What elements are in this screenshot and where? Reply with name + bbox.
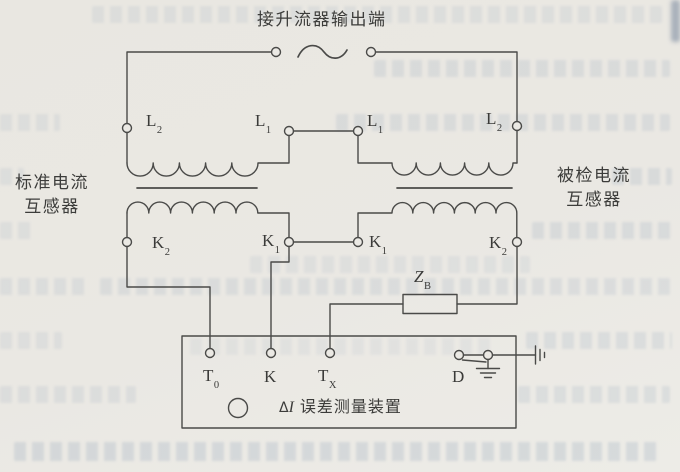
device-caption: ΔI 误差测量装置 [279,400,402,416]
k2-to-burden-wire [456,245,518,305]
k1-to-k-wire [270,245,290,350]
label-L2-left: L2 [146,111,163,137]
label-L1-right: L1 [367,111,384,137]
terminal-TX [324,347,336,359]
supply-bus [126,44,518,125]
tested-ct-label-line1: 被检电流 [557,166,631,185]
terminal-K1-left [283,236,295,248]
delta-symbol: Δ [279,400,289,416]
label-burden-ZB: ZB [414,267,431,293]
terminal-K2-right [511,236,523,248]
secondary-winding-right [357,201,518,239]
supply-terminal-right [365,46,377,58]
label-K2-right: K2 [489,233,508,259]
galvanometer-icon [227,397,249,419]
standard-ct-label-line2: 互感器 [24,197,80,216]
primary-winding-right [357,134,518,176]
ac-source-icon [297,44,348,59]
label-K1-left: K1 [262,231,281,257]
terminal-K1-right [352,236,364,248]
standard-ct [121,122,295,248]
terminal-K2-left [121,236,133,248]
ct-under-test [352,120,523,248]
secondary-winding-left [126,201,290,239]
device-enclosure [181,335,517,429]
figure-top-label: 接升流器输出端 [257,10,387,29]
tested-ct-label: 被检电流 互感器 [549,164,639,212]
terminal-L1-left [283,125,295,137]
label-terminal-D: D [452,367,465,386]
terminal-L2-left [121,122,133,134]
device-caption-text: 误差测量装置 [299,399,402,416]
ground-icon [475,358,501,379]
terminal-K [265,347,277,359]
standard-ct-label-line1: 标准电流 [15,173,89,192]
label-terminal-T0: T0 [203,366,220,392]
burden-resistor [402,293,458,315]
label-terminal-TX: TX [318,366,337,392]
label-terminal-K: K [264,367,277,386]
label-K2-left: K2 [152,233,171,259]
link-wires [126,130,518,350]
burden-to-tx-wire [329,303,404,350]
terminal-L2-right [511,120,523,132]
k2-to-t0-wire [126,245,211,350]
earth-connection-icon [491,345,546,365]
error-device-box [181,335,546,429]
tested-ct-label-line2: 互感器 [566,190,622,209]
label-L2-right: L2 [486,109,503,135]
primary-winding-left [126,134,290,177]
standard-ct-label: 标准电流 互感器 [8,171,96,219]
terminal-T0 [204,347,216,359]
current-symbol: I [288,399,294,416]
terminal-L1-right [352,125,364,137]
label-L1-left: L1 [255,111,272,137]
grounding-switch-icon [453,349,494,363]
supply-terminal-left [270,46,282,58]
label-K1-right: K1 [369,232,388,258]
